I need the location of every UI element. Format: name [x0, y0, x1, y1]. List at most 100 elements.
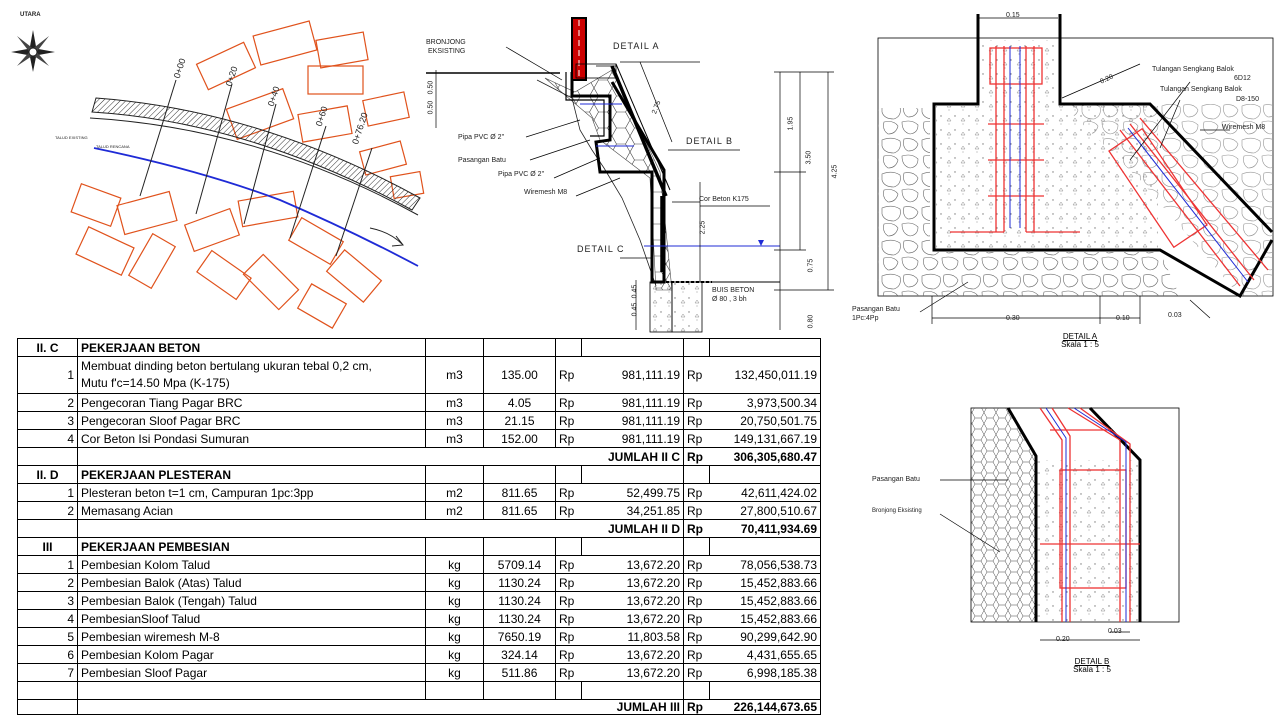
item-price: 13,672.20	[581, 645, 684, 664]
pasangan-batu-label: Pasangan Batu	[872, 476, 920, 483]
item-total: 6,998,185.38	[709, 663, 821, 682]
item-total: 78,056,538.73	[709, 555, 821, 574]
item-qty: 135.00	[483, 356, 556, 394]
item-currency: Rp	[555, 411, 582, 430]
dim-label: 0.45	[631, 284, 639, 299]
section-title: PEKERJAAN BETON	[77, 338, 426, 357]
item-unit: m3	[425, 356, 484, 394]
sengkang-label: 6D12	[1234, 75, 1251, 82]
item-total: 15,452,883.66	[709, 591, 821, 610]
item-desc: Pembesian Sloof Pagar	[77, 663, 426, 682]
item-no: 5	[17, 627, 78, 646]
dim-label: 0.75	[807, 258, 815, 273]
item-unit: m3	[425, 429, 484, 448]
item-qty: 152.00	[483, 429, 556, 448]
subtotal-label: JUMLAH II C	[77, 447, 684, 466]
item-currency: Rp	[683, 591, 710, 610]
item-unit: kg	[425, 645, 484, 664]
item-unit: m2	[425, 501, 484, 520]
item-currency: Rp	[683, 393, 710, 412]
dim-label: 0.15	[1006, 12, 1020, 19]
item-currency: Rp	[683, 356, 710, 394]
section-title: PEKERJAAN PLESTERAN	[77, 465, 426, 484]
item-currency: Rp	[555, 501, 582, 520]
subtotal-currency: Rp	[683, 519, 710, 538]
item-currency: Rp	[555, 591, 582, 610]
item-currency: Rp	[683, 573, 710, 592]
item-no: 3	[17, 591, 78, 610]
item-desc: Pengecoran Sloof Pagar BRC	[77, 411, 426, 430]
section-row: III PEKERJAAN PEMBESIAN	[17, 537, 821, 556]
item-no: 1	[17, 555, 78, 574]
item-price: 981,111.19	[581, 393, 684, 412]
subtotal-value: 70,411,934.69	[709, 519, 821, 538]
table-row: 3 Pembesian Balok (Tengah) Talud kg 1130…	[17, 591, 821, 610]
item-total: 149,131,667.19	[709, 429, 821, 448]
item-price: 34,251.85	[581, 501, 684, 520]
table-row: 1 Plesteran beton t=1 cm, Campuran 1pc:3…	[17, 483, 821, 502]
item-currency: Rp	[683, 663, 710, 682]
item-no: 6	[17, 645, 78, 664]
item-desc: Pembesian Kolom Pagar	[77, 645, 426, 664]
sengkang-label: Tulangan Sengkang Balok	[1160, 86, 1242, 93]
item-total: 90,299,642.90	[709, 627, 821, 646]
detail-a-title: DETAIL A Skala 1 : 5	[1040, 332, 1120, 350]
detail-a-title-text: DETAIL A	[1062, 332, 1098, 341]
north-arrow-icon	[11, 30, 55, 72]
item-currency: Rp	[555, 429, 582, 448]
item-no: 7	[17, 663, 78, 682]
pipa-pvc-label: Pipa PVC Ø 2"	[498, 171, 545, 178]
item-unit: kg	[425, 573, 484, 592]
item-no: 2	[17, 573, 78, 592]
table-row: 4 Cor Beton Isi Pondasi Sumuran m3 152.0…	[17, 429, 821, 448]
buis-beton-label: Ø 80 , 3 bh	[712, 296, 747, 303]
item-price: 11,803.58	[581, 627, 684, 646]
detail-a-scale: Skala 1 : 5	[1061, 340, 1099, 350]
pasangan-batu-label: 1Pc:4Pp	[852, 315, 879, 322]
dim-label: 0.03	[1168, 312, 1182, 319]
detail-b-scale: Skala 1 : 5	[1073, 665, 1111, 675]
dim-label: 1.95	[787, 116, 795, 131]
table-row: 3 Pengecoran Sloof Pagar BRC m3 21.15 Rp…	[17, 411, 821, 430]
bronjong-label: Bronjong Eksisting	[872, 508, 922, 514]
item-currency: Rp	[555, 483, 582, 502]
item-desc: Pembesian Kolom Talud	[77, 555, 426, 574]
section-no: II. D	[17, 465, 78, 484]
river-line	[93, 147, 419, 267]
item-total: 15,452,883.66	[709, 573, 821, 592]
item-desc: Membuat dinding beton bertulang ukuran t…	[77, 356, 426, 394]
detail-b-tag: DETAIL B	[686, 136, 734, 146]
item-unit: kg	[425, 591, 484, 610]
section-row: II. C PEKERJAAN BETON	[17, 338, 821, 357]
cor-beton-label: Cor Beton K175	[699, 196, 749, 203]
item-total: 42,611,424.02	[709, 483, 821, 502]
dim-label: 4.25	[831, 164, 839, 179]
table-row: 6 Pembesian Kolom Pagar kg 324.14 Rp 13,…	[17, 645, 821, 664]
table-row: 2 Pengecoran Tiang Pagar BRC m3 4.05 Rp …	[17, 393, 821, 412]
item-no: 1	[17, 483, 78, 502]
dim-label: 0.45	[631, 302, 639, 317]
empty-row	[17, 681, 821, 700]
detail-b-drawing	[939, 406, 1180, 641]
item-unit: kg	[425, 627, 484, 646]
table-row: 7 Pembesian Sloof Pagar kg 511.86 Rp 13,…	[17, 663, 821, 682]
pipa-pvc-label: Pipa PVC Ø 2"	[458, 134, 505, 141]
item-unit: m2	[425, 483, 484, 502]
detail-b-title-text: DETAIL B	[1074, 657, 1110, 666]
item-qty: 1130.24	[483, 609, 556, 628]
dim-label: 0.30	[1006, 315, 1020, 322]
item-desc: Pengecoran Tiang Pagar BRC	[77, 393, 426, 412]
item-price: 981,111.19	[581, 356, 684, 394]
item-unit: kg	[425, 609, 484, 628]
sengkang-label: D8-150	[1236, 96, 1259, 103]
item-price: 52,499.75	[581, 483, 684, 502]
item-unit: m3	[425, 393, 484, 412]
item-desc: PembesianSloof Talud	[77, 609, 426, 628]
item-qty: 811.65	[483, 501, 556, 520]
item-desc: Cor Beton Isi Pondasi Sumuran	[77, 429, 426, 448]
item-currency: Rp	[555, 356, 582, 394]
talud-road	[89, 97, 421, 216]
item-currency: Rp	[555, 573, 582, 592]
table-row: 4 PembesianSloof Talud kg 1130.24 Rp 13,…	[17, 609, 821, 628]
